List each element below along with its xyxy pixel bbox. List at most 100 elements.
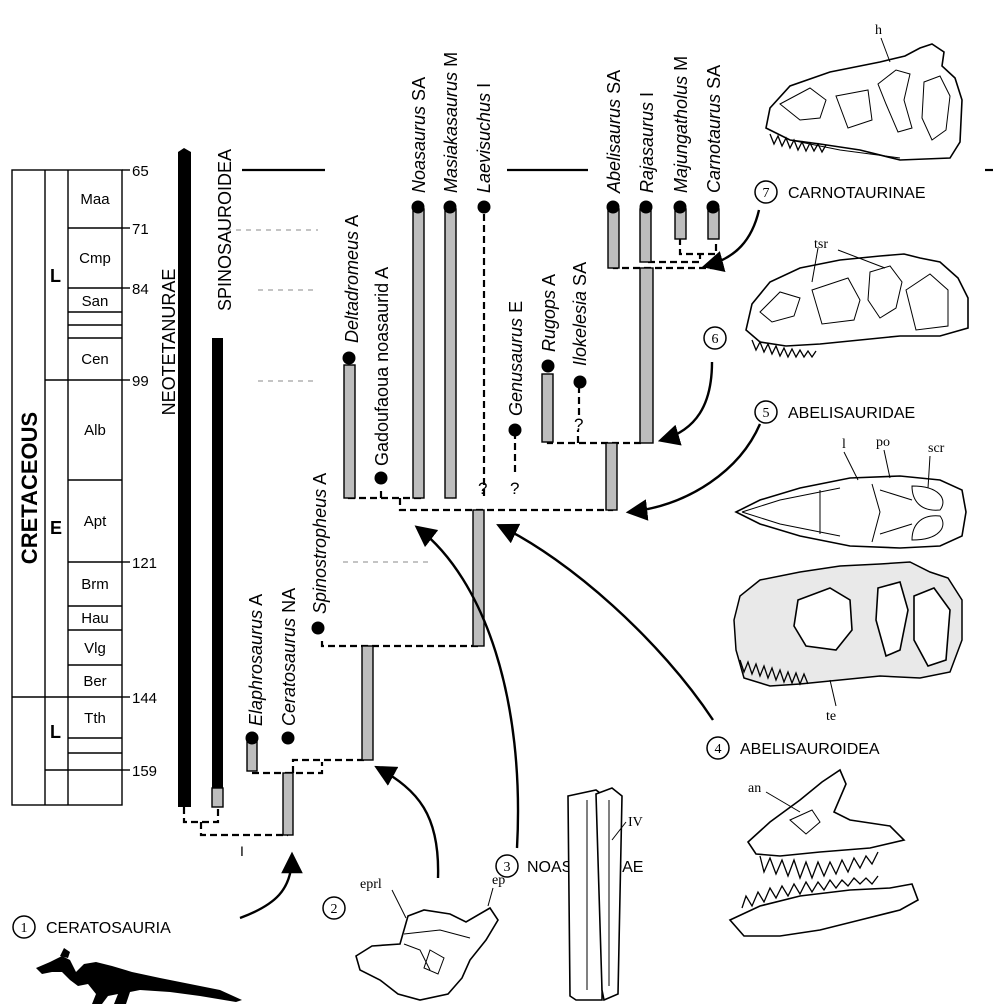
arrow-node-4 <box>500 526 713 720</box>
occurrence-dot <box>607 201 620 214</box>
node-label: ABELISAURIDAE <box>788 405 915 422</box>
stage-label: Maa <box>80 191 110 208</box>
label-scr: scr <box>928 441 945 456</box>
label-ep: ep <box>492 873 505 888</box>
epoch-label: E <box>50 518 62 538</box>
occurrence-dot <box>282 732 295 745</box>
occurrence-dot <box>478 201 491 214</box>
outgroups: NEOTETANURAE SPINOSAUROIDEA <box>159 148 235 807</box>
neotetanurae-label: NEOTETANURAE <box>159 269 179 416</box>
stage-label: Ber <box>83 673 106 690</box>
uncertain-tick: I <box>240 843 244 859</box>
range-bar <box>542 374 553 442</box>
period-label: CRETACEOUS <box>17 412 42 564</box>
range-bar <box>640 268 653 443</box>
node-number: 6 <box>712 332 719 347</box>
range-bar <box>608 209 619 268</box>
range-bar <box>362 646 373 760</box>
node-number: 2 <box>331 902 338 917</box>
stage-label: San <box>82 293 109 310</box>
occurrence-dot <box>246 732 259 745</box>
uncertainty-marks: ? ? ? <box>478 415 583 498</box>
question-mark: ? <box>574 415 583 434</box>
age-label: 99 <box>132 373 149 390</box>
range-bar <box>606 443 617 510</box>
taxon-label: Noasaurus SA <box>409 77 429 193</box>
arrow-node-2 <box>378 768 438 878</box>
occurrence-dot <box>509 424 522 437</box>
carnotaurus-skull-illustration: h <box>766 23 962 160</box>
range-bar <box>708 209 719 239</box>
taxon-label: Abelisaurus SA <box>604 70 624 194</box>
age-label: 159 <box>132 763 157 780</box>
node-number: 7 <box>763 186 770 201</box>
neotetanurae-range-bar <box>178 148 191 807</box>
age-label: 121 <box>132 555 157 572</box>
node-number: 1 <box>21 921 28 936</box>
occurrence-dot <box>542 360 555 373</box>
occurrence-dot <box>375 472 388 485</box>
occurrence-dot <box>640 201 653 214</box>
taxon-label: Rajasaurus I <box>637 92 657 193</box>
age-label: 144 <box>132 690 157 707</box>
spinosauroidea-ghost-bar <box>212 788 223 807</box>
age-label: 71 <box>132 221 149 238</box>
range-bar <box>344 365 355 498</box>
node-label: ABELISAUROIDEA <box>740 741 880 758</box>
occurrence-dot <box>674 201 687 214</box>
taxon-label: Gadoufaoua noasaurid A <box>372 267 392 466</box>
stage-label: Tth <box>84 710 106 727</box>
stage-label: Hau <box>81 610 109 627</box>
stage-label: Vlg <box>84 640 106 657</box>
maxilla-dentary-illustration: an <box>730 770 918 936</box>
node-label: CERATOSAURIA <box>46 920 171 937</box>
geologic-timescale: CRETACEOUS L E L Maa Cmp San Cen Alb Apt… <box>12 163 157 805</box>
taxon-label: Rugops A <box>539 274 559 352</box>
node-number: 4 <box>715 742 722 757</box>
label-IV: IV <box>628 815 643 830</box>
taxon-label: Spinostropheus A <box>310 473 330 614</box>
taxon-label: Ceratosaurus NA <box>279 588 299 726</box>
epoch-label: L <box>50 266 61 286</box>
range-bar <box>445 209 456 498</box>
ceratosaur-silhouette <box>36 948 242 1004</box>
label-h: h <box>875 23 882 38</box>
taxon-label: Ilokelesia SA <box>570 262 590 366</box>
occurrence-dot <box>444 201 457 214</box>
majungatholus-skull-illustration: tsr <box>746 237 968 357</box>
taxon-label: Genusaurus E <box>506 301 526 416</box>
metatarsus-illustration: IV <box>568 788 643 1000</box>
stage-label: Alb <box>84 422 106 439</box>
label-eprl: eprl <box>360 877 382 892</box>
range-bar <box>413 209 424 498</box>
spinosauroidea-range-bar <box>212 338 223 807</box>
age-label: 84 <box>132 281 149 298</box>
occurrence-dot <box>707 201 720 214</box>
stage-label: Apt <box>84 513 107 530</box>
label-tsr: tsr <box>814 237 828 252</box>
occurrence-dot <box>412 201 425 214</box>
lateral-skull-illustration: te <box>734 562 962 724</box>
stage-label: Cen <box>81 351 109 368</box>
dorsal-skull-illustration: l po scr <box>736 435 966 548</box>
taxon-label: Laevisuchus I <box>474 83 494 193</box>
label-l: l <box>842 437 846 452</box>
arrow-node-6 <box>662 362 712 440</box>
taxon-label: Majungatholus M <box>671 56 691 193</box>
label-te: te <box>826 709 836 724</box>
occurrence-dot <box>343 352 356 365</box>
range-bar <box>473 510 484 646</box>
taxon-label: Masiakasaurus M <box>441 52 461 193</box>
occurrence-dot <box>574 376 587 389</box>
question-mark: ? <box>478 479 487 498</box>
range-bar <box>640 209 651 262</box>
stage-label: Cmp <box>79 250 111 267</box>
age-label: 65 <box>132 163 149 180</box>
label-po: po <box>876 435 890 450</box>
arrow-node-1 <box>240 856 292 918</box>
stage-label: Brm <box>81 576 109 593</box>
question-mark: ? <box>510 479 519 498</box>
node-label: CARNOTAURINAE <box>788 185 926 202</box>
taxon-label: Deltadromeus A <box>342 215 362 343</box>
